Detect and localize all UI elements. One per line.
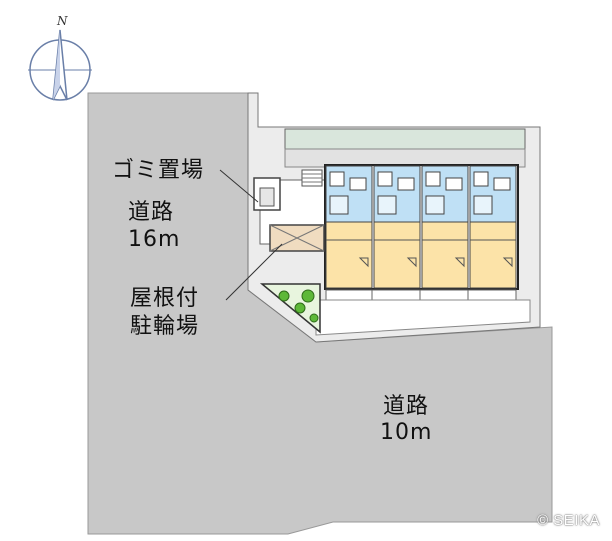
unit-4 <box>469 165 517 289</box>
unit-3 <box>421 165 469 289</box>
compass-icon <box>28 29 92 101</box>
west-road-width: 16m <box>128 227 181 252</box>
north-roof-band <box>284 128 526 150</box>
west-road-name: 道路 <box>128 200 175 225</box>
balconies <box>325 289 517 301</box>
room-details <box>326 239 516 268</box>
bike-parking-label-line1: 屋根付 <box>130 286 200 311</box>
trash-area-inner <box>259 187 275 207</box>
copyright-watermark: © SEIKA <box>537 512 600 529</box>
bike-parking-label-line2: 駐輪場 <box>130 314 200 339</box>
trees <box>278 289 319 323</box>
unit-2 <box>373 165 421 289</box>
south-road-name: 道路 <box>383 394 430 419</box>
north-label: N <box>57 14 68 28</box>
trash-area-label: ゴミ置場 <box>112 158 205 183</box>
south-road-width: 10m <box>380 420 433 445</box>
unit-1 <box>325 165 373 289</box>
